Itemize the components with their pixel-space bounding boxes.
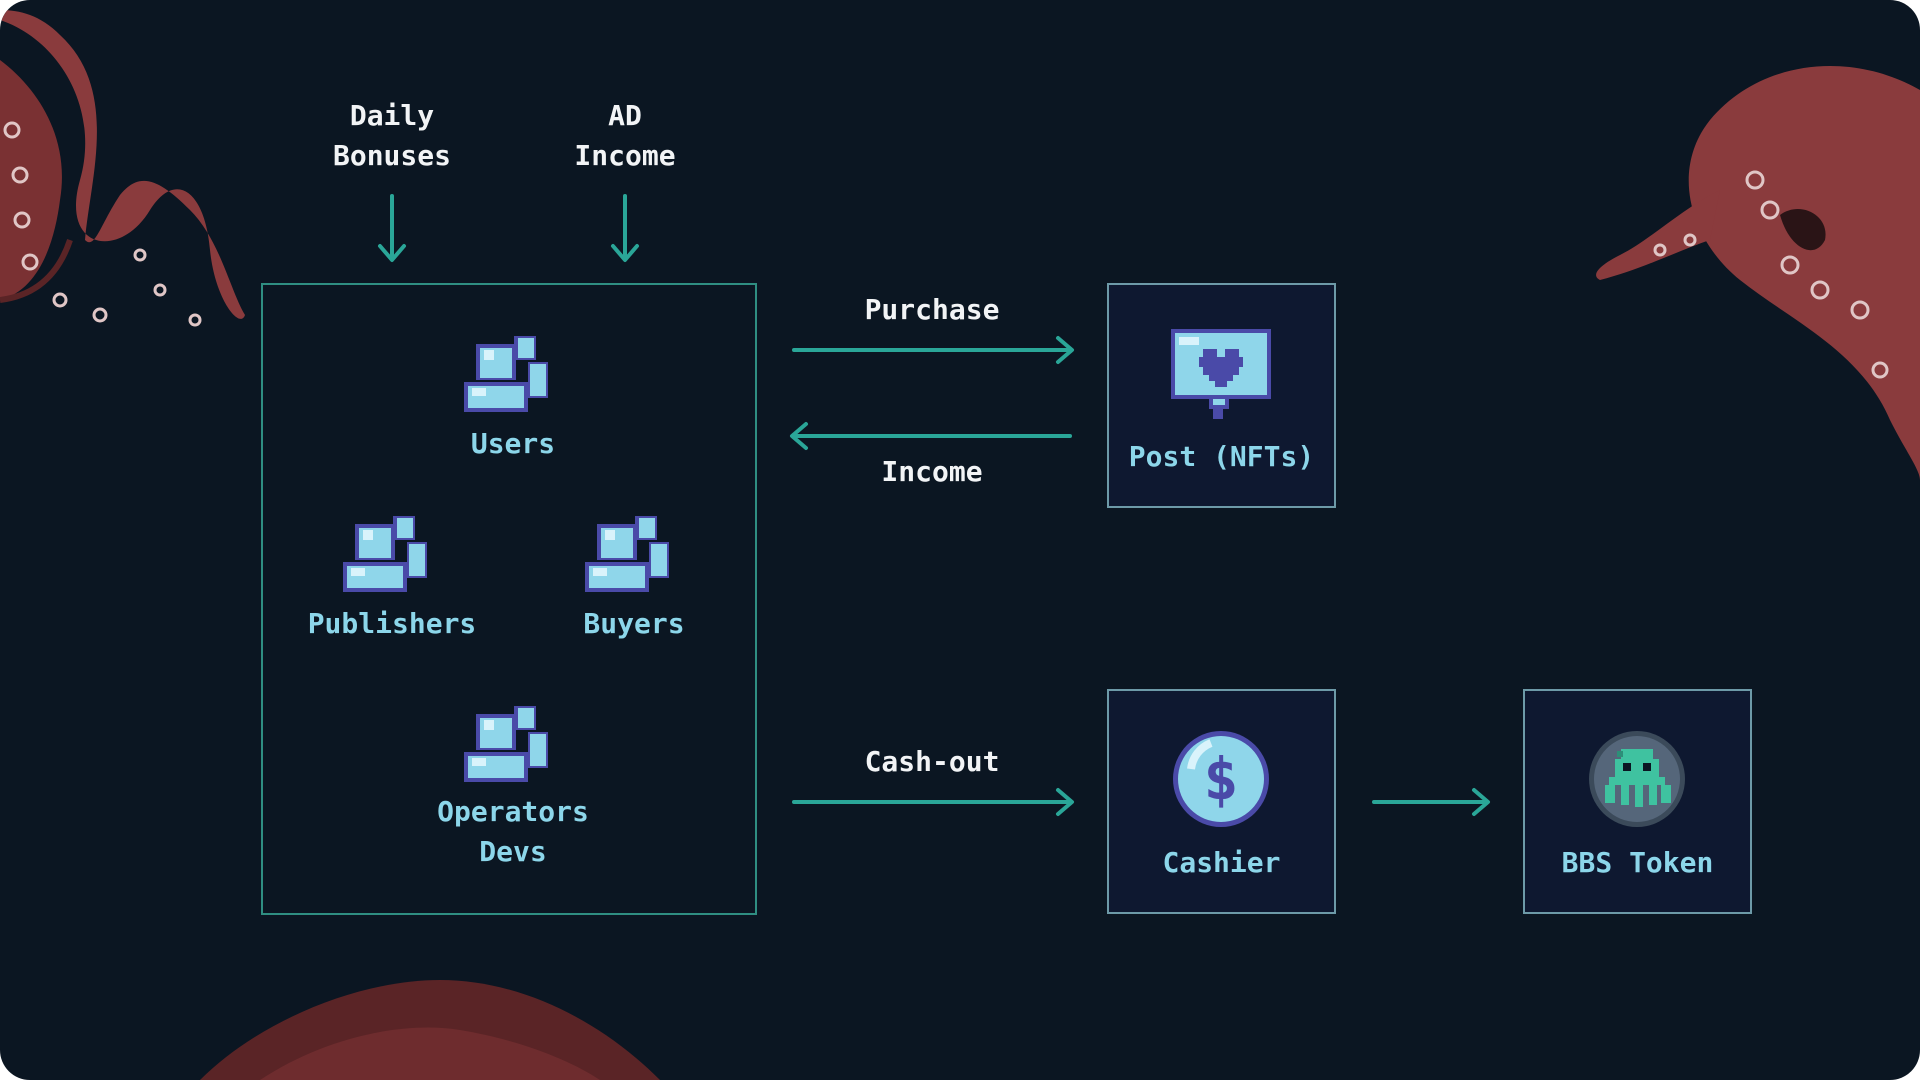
user-group-icon (464, 706, 548, 782)
tentacle-top-right (1596, 66, 1920, 480)
arrow-ad-income (611, 194, 639, 262)
cashier-label: Cashier (1162, 846, 1281, 879)
post-node: Post (NFTs) (1107, 283, 1336, 508)
chat-heart-icon (1171, 329, 1271, 419)
user-group-icon (343, 516, 427, 592)
income-label: Income (881, 455, 983, 488)
daily-bonuses-label: Daily Bonuses (332, 99, 451, 172)
cash-out-label: Cash-out (864, 745, 1000, 778)
operators-devs-label: Operators Devs (437, 795, 589, 868)
svg-text:$: $ (1204, 745, 1239, 813)
bbs-token-node: BBS Token (1523, 689, 1752, 914)
arrow-income (790, 422, 1072, 450)
arrow-purchase (792, 336, 1074, 364)
bbs-token-label: BBS Token (1561, 846, 1714, 879)
user-group-icon (464, 336, 548, 412)
tentacle-bottom (200, 980, 660, 1080)
octopus-token-icon (1589, 731, 1685, 827)
purchase-label: Purchase (864, 293, 1000, 326)
participants-box (261, 283, 757, 915)
ad-income-label: AD Income (574, 99, 676, 172)
arrow-daily-bonuses (378, 194, 406, 262)
arrow-cashier-to-token (1372, 788, 1490, 816)
dollar-coin-icon: $ (1173, 731, 1269, 827)
cashier-node: $ Cashier (1107, 689, 1336, 914)
buyers-label: Buyers (583, 607, 685, 640)
users-label: Users (470, 427, 556, 460)
user-group-icon (585, 516, 669, 592)
publishers-label: Publishers (307, 607, 477, 640)
post-label: Post (NFTs) (1128, 440, 1315, 473)
arrow-cash-out (792, 788, 1074, 816)
tentacle-top-left (0, 10, 245, 327)
